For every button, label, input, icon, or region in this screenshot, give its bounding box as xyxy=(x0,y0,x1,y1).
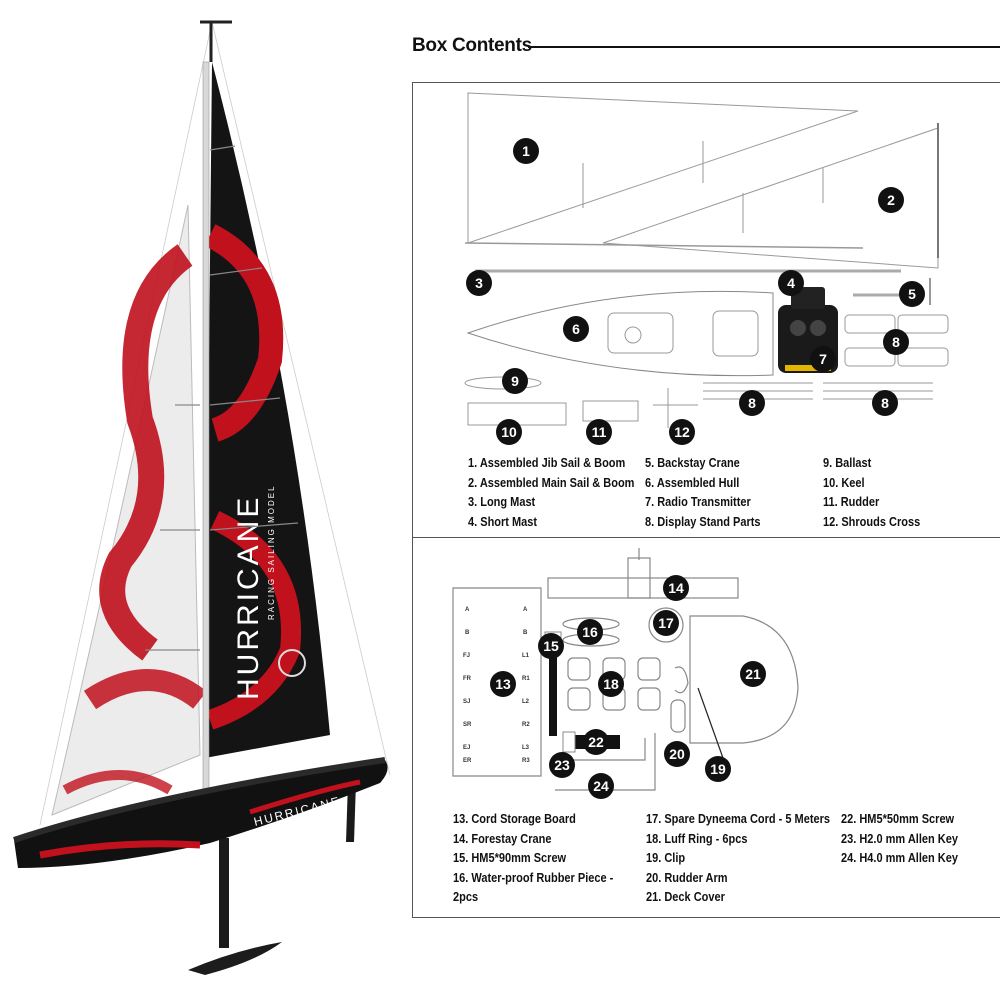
sail-wordmark: HURRICANE xyxy=(232,495,265,700)
marker-17: 17 xyxy=(653,610,679,636)
board-letters: A B FJ FR SJ SR EJ ER A B L1 R1 L2 R2 L3… xyxy=(463,607,530,764)
marker-11: 11 xyxy=(586,419,612,445)
mast xyxy=(202,61,210,808)
marker-8a: 8 xyxy=(883,329,909,355)
marker-23: 23 xyxy=(549,752,575,778)
marker-15: 15 xyxy=(538,633,564,659)
box-contents-header: Box Contents xyxy=(412,32,1000,60)
marker-7: 7 xyxy=(810,346,836,372)
marker-16: 16 xyxy=(577,619,603,645)
page-title: Box Contents xyxy=(412,35,532,56)
legend-item: 3. Long Mast xyxy=(468,495,536,509)
board-right-label: R3 xyxy=(522,758,530,764)
keel-bulb xyxy=(188,942,282,975)
legend-item: 15. HM5*90mm Screw xyxy=(453,851,567,865)
marker-20: 20 xyxy=(664,741,690,767)
board-right-label: L3 xyxy=(522,745,530,751)
legend-item: 16. Water-proof Rubber Piece - xyxy=(453,870,614,885)
legend-item: 2. Assembled Main Sail & Boom xyxy=(468,475,635,490)
hull xyxy=(14,760,388,868)
board-right-label: R2 xyxy=(522,722,530,728)
header-rule xyxy=(528,46,1000,48)
legend-item: 18. Luff Ring - 6pcs xyxy=(646,831,748,846)
legend-top-col1: 1. Assembled Jib Sail & Boom 2. Assemble… xyxy=(468,454,634,532)
legend-item: 21. Deck Cover xyxy=(646,890,725,904)
legend-top-col3: 9. Ballast 10. Keel 11. Rudder 12. Shrou… xyxy=(823,454,920,532)
sailboat-image: HURRICANE RACING SAILING MODEL HURRICANE xyxy=(13,20,391,975)
panel-small-parts: A B FJ FR SJ SR EJ ER A B L1 R1 L2 R2 L3… xyxy=(412,537,1000,918)
legend-top-col2: 5. Backstay Crane 6. Assembled Hull 7. R… xyxy=(645,454,761,532)
legend-item: 7. Radio Transmitter xyxy=(645,495,751,509)
board-left-label: A xyxy=(465,607,470,613)
legend-item: 8. Display Stand Parts xyxy=(645,514,761,529)
marker-4: 4 xyxy=(778,270,804,296)
marker-8c: 8 xyxy=(872,390,898,416)
keel-fin xyxy=(219,838,229,948)
legend-item: 17. Spare Dyneema Cord - 5 Meters xyxy=(646,812,831,826)
marker-18: 18 xyxy=(598,671,624,697)
legend-bottom-col3: 22. HM5*50mm Screw 23. H2.0 mm Allen Key… xyxy=(841,810,958,869)
legend-item: 5. Backstay Crane xyxy=(645,456,740,470)
legend-bottom-col1: 13. Cord Storage Board 14. Forestay Cran… xyxy=(453,810,613,908)
board-left-label: FJ xyxy=(463,653,470,659)
legend-item: 12. Shrouds Cross xyxy=(823,514,921,529)
legend-item: 1. Assembled Jib Sail & Boom xyxy=(468,456,626,470)
legend-item: 14. Forestay Crane xyxy=(453,831,552,846)
marker-3: 3 xyxy=(466,270,492,296)
main-sail xyxy=(205,62,330,758)
legend-item: 13. Cord Storage Board xyxy=(453,812,576,826)
board-left-label: B xyxy=(465,630,470,636)
legend-item: 19. Clip xyxy=(646,851,686,865)
sail-tagline: RACING SAILING MODEL xyxy=(267,484,276,620)
marker-19: 19 xyxy=(705,756,731,782)
board-left-label: SR xyxy=(463,722,472,728)
marker-8b: 8 xyxy=(739,390,765,416)
legend-item: 6. Assembled Hull xyxy=(645,475,740,490)
marker-2: 2 xyxy=(878,187,904,213)
legend-item: 2pcs xyxy=(453,890,479,904)
marker-24: 24 xyxy=(588,773,614,799)
legend-item: 24. H4.0 mm Allen Key xyxy=(841,851,958,865)
legend-item: 11. Rudder xyxy=(823,495,880,509)
legend-item: 9. Ballast xyxy=(823,456,872,470)
marker-5: 5 xyxy=(899,281,925,307)
marker-21: 21 xyxy=(740,661,766,687)
board-right-label: B xyxy=(523,630,528,636)
board-right-label: R1 xyxy=(522,676,530,682)
main-parts-drawing xyxy=(464,92,949,428)
legend-item: 20. Rudder Arm xyxy=(646,870,728,885)
board-right-label: L1 xyxy=(522,653,530,659)
marker-13: 13 xyxy=(490,671,516,697)
board-right-label: A xyxy=(523,607,528,613)
board-left-label: EJ xyxy=(463,745,470,751)
marker-9: 9 xyxy=(502,368,528,394)
board-left-label: FR xyxy=(463,676,472,682)
marker-12: 12 xyxy=(669,419,695,445)
marker-22: 22 xyxy=(583,729,609,755)
board-left-label: SJ xyxy=(463,699,470,705)
marker-6: 6 xyxy=(563,316,589,342)
marker-10: 10 xyxy=(496,419,522,445)
jib-sail xyxy=(51,204,201,816)
legend-bottom-col2: 17. Spare Dyneema Cord - 5 Meters 18. Lu… xyxy=(646,810,830,908)
board-right-label: L2 xyxy=(522,699,530,705)
legend-item: 4. Short Mast xyxy=(468,514,538,529)
legend-item: 10. Keel xyxy=(823,475,865,490)
panel-main-parts: 1 2 3 4 5 6 7 8 8 8 9 10 11 12 1. Assemb… xyxy=(412,82,1000,538)
legend-item: 23. H2.0 mm Allen Key xyxy=(841,831,958,846)
legend-item: 22. HM5*50mm Screw xyxy=(841,812,955,826)
marker-14: 14 xyxy=(663,575,689,601)
marker-1: 1 xyxy=(513,138,539,164)
board-left-label: ER xyxy=(463,758,472,764)
